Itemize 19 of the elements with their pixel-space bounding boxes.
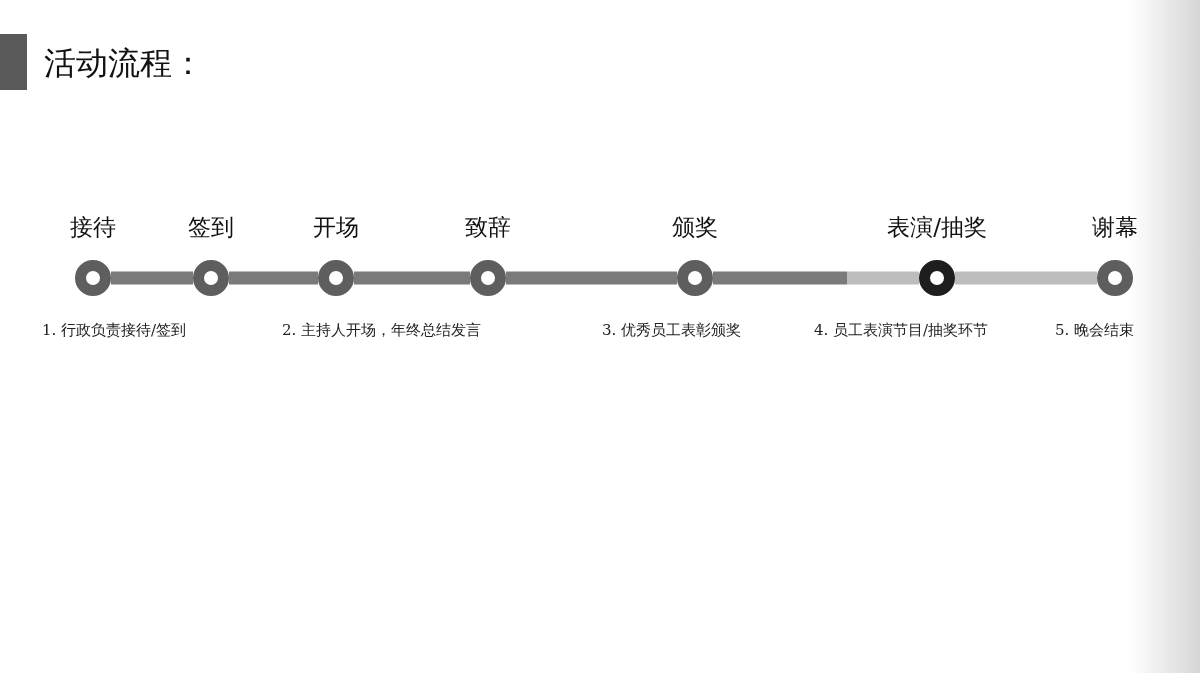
step-label: 致辞 <box>465 213 511 242</box>
timeline-segment <box>111 271 193 285</box>
timeline-segment <box>713 271 919 285</box>
title: 活动流程： <box>44 43 204 84</box>
step-label: 接待 <box>70 213 116 242</box>
step-description: 1. 行政负责接待/签到 <box>42 321 187 340</box>
timeline-segment <box>354 271 470 285</box>
step-label: 开场 <box>313 213 359 242</box>
timeline-segment <box>506 271 677 285</box>
step-label: 颁奖 <box>672 213 718 242</box>
timeline-segment <box>955 271 1097 285</box>
step-description: 2. 主持人开场，年终总结发言 <box>282 321 482 340</box>
timeline-segment <box>229 271 318 285</box>
step-label: 谢幕 <box>1092 213 1138 242</box>
step-description: 3. 优秀员工表彰颁奖 <box>602 321 742 340</box>
step-description: 5. 晚会结束 <box>1055 321 1135 340</box>
step-label: 表演/抽奖 <box>887 213 987 242</box>
step-description: 4. 员工表演节目/抽奖环节 <box>814 321 989 340</box>
step-label: 签到 <box>188 213 234 242</box>
